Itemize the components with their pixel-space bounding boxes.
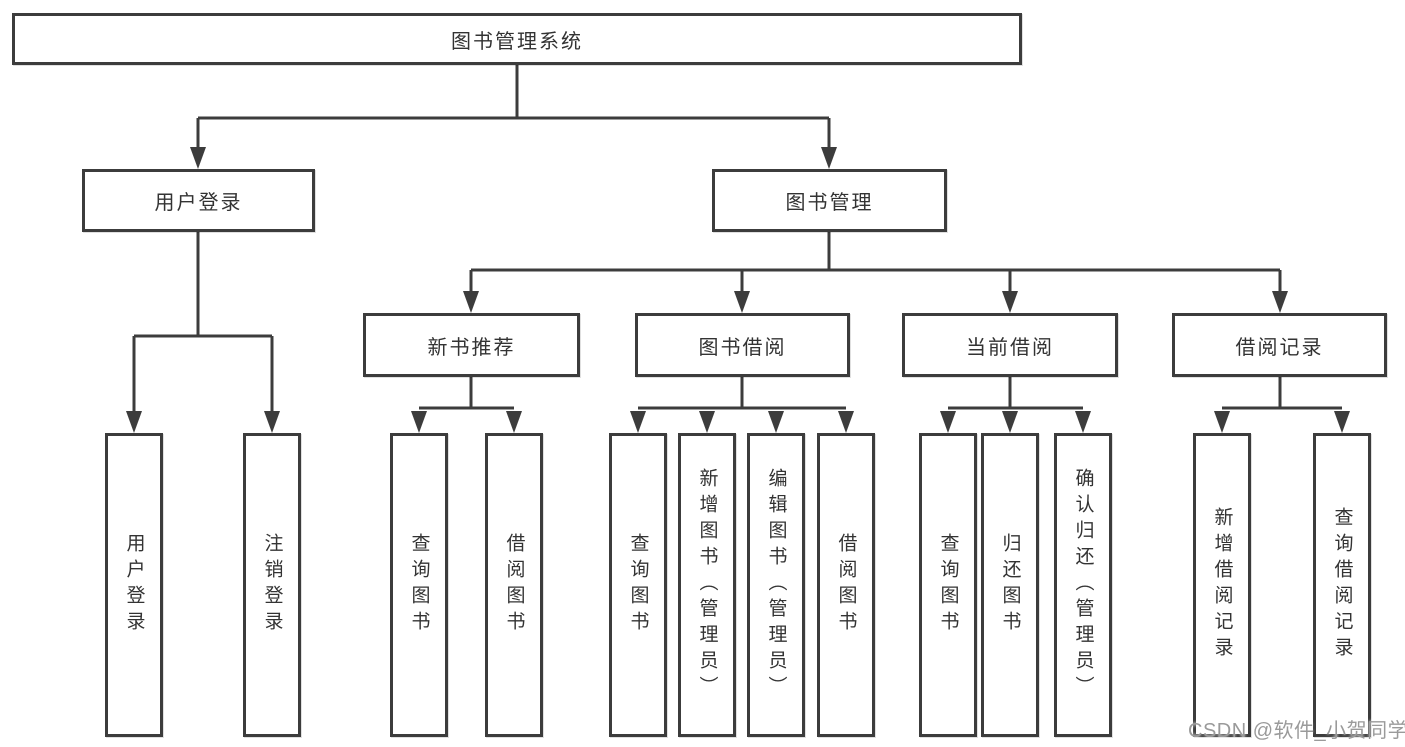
leaf-current-query-books: 查询图书 <box>919 433 977 737</box>
node-borrowing-records: 借阅记录 <box>1172 313 1387 377</box>
leaf-borrowing-add-books-admin: 新增图书（管理员） <box>678 433 736 737</box>
node-user-login: 用户登录 <box>82 169 315 232</box>
node-new-book-recommendation: 新书推荐 <box>363 313 580 377</box>
csdn-watermark: CSDN @软件_小贺同学 <box>1188 720 1405 742</box>
leaf-current-return-books: 归还图书 <box>981 433 1039 737</box>
leaf-recommend-borrow-books: 借阅图书 <box>485 433 543 737</box>
leaf-borrowing-edit-books-admin: 编辑图书（管理员） <box>747 433 805 737</box>
node-current-borrowing: 当前借阅 <box>902 313 1118 377</box>
node-book-management: 图书管理 <box>712 169 947 232</box>
leaf-borrowing-query-books: 查询图书 <box>609 433 667 737</box>
leaf-user-login: 用户登录 <box>105 433 163 737</box>
leaf-current-confirm-return-admin: 确认归还（管理员） <box>1054 433 1112 737</box>
node-root: 图书管理系统 <box>12 13 1022 65</box>
leaf-recommend-query-books: 查询图书 <box>390 433 448 737</box>
leaf-borrowing-borrow-books: 借阅图书 <box>817 433 875 737</box>
node-book-borrowing: 图书借阅 <box>635 313 850 377</box>
leaf-records-add-record: 新增借阅记录 <box>1193 433 1251 737</box>
leaf-logout: 注销登录 <box>243 433 301 737</box>
leaf-records-query-record: 查询借阅记录 <box>1313 433 1371 737</box>
